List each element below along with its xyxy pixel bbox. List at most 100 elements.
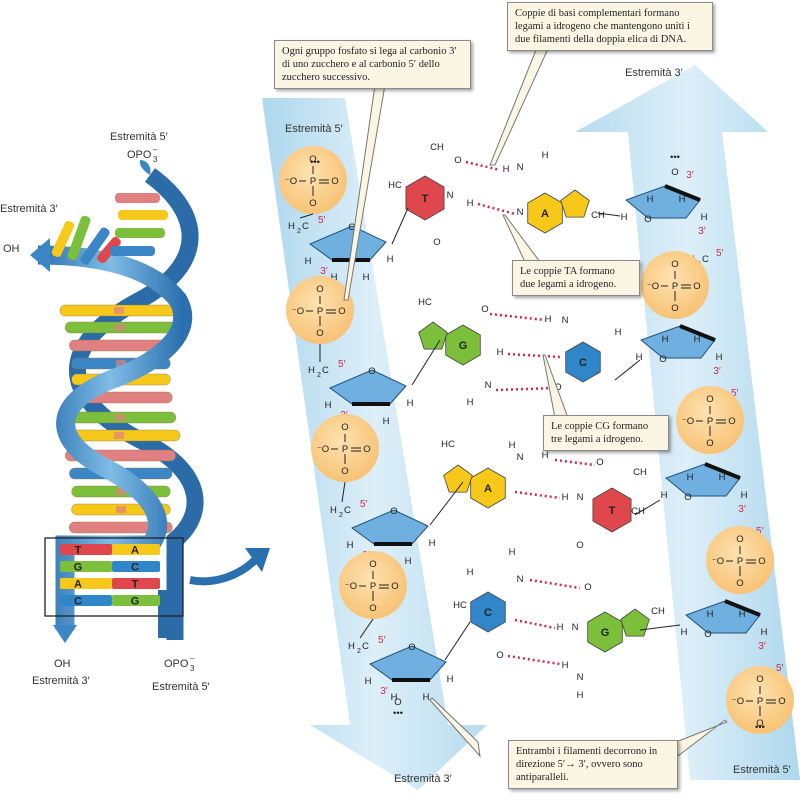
zoom-arrow: [189, 557, 258, 586]
atom-h: H: [503, 164, 510, 175]
sugar-h: H: [662, 334, 669, 345]
helix-rung-notch: [114, 307, 124, 314]
right-top-dots: •••: [670, 152, 680, 163]
helix-highlight-box: [44, 537, 184, 617]
atom-o-bottom: O: [756, 718, 763, 729]
hydrogen-bond: [507, 352, 561, 359]
right-terminal-o: O: [671, 167, 678, 178]
glycosidic-bond: [634, 499, 661, 516]
svg-text:OPO: OPO: [127, 149, 152, 161]
atom-hc: HC: [441, 439, 455, 450]
atom-o-top: O: [369, 559, 376, 570]
base-letter: G: [601, 627, 610, 639]
sugar-h: H: [681, 627, 688, 638]
atom-n: N: [517, 574, 524, 585]
base-A: A: [527, 189, 590, 234]
callout-pointers: [343, 39, 728, 758]
glycosidic-bond: [614, 359, 641, 381]
helix-rung-notch: [114, 414, 125, 421]
atom-o-minus: ⁻O: [345, 581, 357, 592]
sugar-h: H: [383, 416, 390, 427]
hydrogen-bond: [495, 386, 556, 392]
left-strand: P⁻OOOOH2C5′OHHHH3′P⁻OOOOH2C5′OHHHH3′P⁻OO…: [279, 146, 454, 719]
base-T: T: [592, 487, 632, 533]
sugar-h: H: [347, 540, 354, 551]
sugar-h: H: [647, 194, 654, 205]
hydrogen-bond: [514, 618, 556, 630]
helix-rung-notch: [115, 394, 126, 401]
sugar-front-edge: [679, 324, 716, 342]
atom-o: O: [758, 556, 765, 567]
atom-n: N: [572, 622, 579, 633]
hydrogen-bond: [554, 458, 596, 467]
label-opo3-top: OPO 3 –: [127, 145, 158, 164]
purine-five-ring: [560, 189, 590, 218]
pair-left-letter: G: [74, 562, 83, 574]
svg-text:–: –: [190, 654, 195, 663]
sugar-front-edge: [724, 599, 761, 617]
label-left-top-5: Estremità 5′: [110, 131, 168, 143]
callout-complementary: Coppie di basi complementari formano leg…: [507, 2, 713, 52]
atom-o: O: [363, 444, 370, 455]
sugar-h: H: [447, 674, 454, 685]
ch2-label: H: [308, 365, 315, 376]
atom-p: P: [310, 176, 316, 187]
atom-o: O: [596, 457, 603, 468]
atom-o-bottom: O: [341, 466, 348, 477]
sugar-h: H: [305, 256, 312, 267]
atom-h: H: [497, 347, 504, 358]
sugar-pentagon: [308, 225, 387, 261]
atom-o-bottom: O: [706, 438, 713, 449]
atom-o: O: [331, 176, 338, 187]
svg-text:–: –: [153, 145, 158, 154]
label-left-bottom-5: Estremità 5′: [152, 681, 210, 693]
atom-o-bottom: O: [736, 578, 743, 589]
atom-o-minus: ⁻O: [317, 444, 329, 455]
atom-h: H: [542, 450, 549, 461]
atom-p: P: [317, 306, 323, 317]
ch2-c: C: [362, 641, 369, 652]
ch2-sub: 2: [317, 372, 321, 379]
helix-arrow-top-left: [30, 238, 50, 272]
base-letter: A: [541, 208, 549, 220]
carbon-5-label: 5′: [756, 526, 764, 537]
atom-o: O: [554, 382, 561, 393]
atom-o-top: O: [736, 534, 743, 545]
glycosidic-bond: [444, 621, 471, 661]
carbon-5-label: 5′: [776, 663, 784, 674]
atom-ch: CH: [591, 210, 605, 221]
atom-h: H: [509, 547, 516, 558]
atom-ch: CH: [651, 606, 665, 617]
purine-five-ring: [443, 464, 473, 493]
carbon-3-label: 3′: [758, 641, 766, 652]
base-ring: [592, 487, 632, 533]
atom-ch3: CH: [430, 142, 444, 153]
sugar-h: H: [716, 352, 723, 363]
atom-o-bottom: O: [369, 603, 376, 614]
atom-o-top: O: [341, 422, 348, 433]
sugar-h: H: [761, 627, 768, 638]
sugar-h: H: [687, 472, 694, 483]
hydrogen-bond: [529, 578, 581, 590]
atom-o-bottom: O: [316, 328, 323, 339]
sugar-h: H: [423, 692, 430, 703]
atom-o: O: [584, 582, 591, 593]
strand-label-right-top: Estremità 3′: [625, 67, 683, 79]
atom-o-minus: ⁻O: [712, 556, 724, 567]
phosphate-circle: [279, 146, 347, 214]
sugar-h: H: [365, 676, 372, 687]
atom-ch3: CH: [633, 467, 647, 478]
